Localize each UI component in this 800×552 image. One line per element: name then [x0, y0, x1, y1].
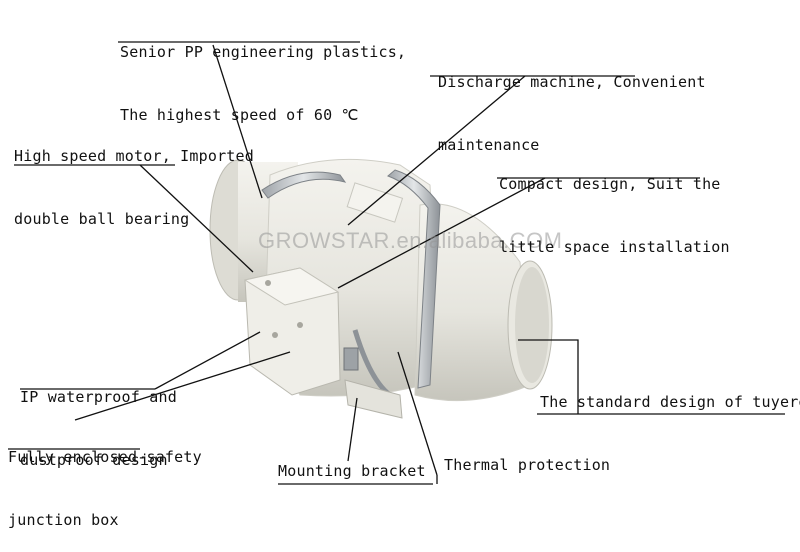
callout-junction-line-2: junction box [8, 511, 119, 529]
callout-thermal: Thermal protection [444, 456, 611, 474]
junction-box-top [243, 267, 340, 306]
outlet-inner [515, 267, 549, 383]
line-motor-pointer [139, 164, 254, 273]
callout-mounting: Mounting bracket [278, 462, 426, 480]
callout-material-line-2: The highest speed of 60 ℃ [120, 106, 359, 124]
callout-discharge-line-2: maintenance [438, 136, 540, 154]
callout-motor-line-2: double ball bearing [14, 210, 190, 228]
mounting-bracket-shape [344, 379, 403, 419]
leader-lines [8, 41, 785, 485]
callout-junction-line-1: Fully enclosed-safety [8, 448, 202, 466]
line-waterproof-pointer [154, 331, 261, 390]
screw-1 [265, 280, 271, 286]
callout-motor-line-1: High speed motor, Imported [14, 147, 254, 165]
clamp-screw [343, 347, 359, 371]
callout-motor: High speed motor, Imported double ball b… [14, 104, 254, 251]
callout-material-line-1: Senior PP engineering plastics, [120, 43, 407, 61]
callout-waterproof: IP waterproof and dustproof design [20, 345, 177, 492]
screw-3 [272, 332, 278, 338]
inline-duct-fan [209, 158, 553, 419]
callout-waterproof-line-2: dustproof design [20, 451, 168, 469]
line-material-pointer [212, 44, 263, 199]
watermark: GROWSTAR.en.alibaba.COM [258, 228, 563, 253]
line-junction-pointer [74, 351, 291, 421]
screw-2 [297, 322, 303, 328]
callout-discharge-line-1: Discharge machine, Convenient [438, 73, 706, 91]
right-clamp-band [387, 169, 441, 389]
callout-material: Senior PP engineering plastics, The high… [120, 0, 406, 147]
line-discharge-pointer [347, 75, 526, 226]
product-illustration [8, 41, 785, 485]
line-tuyere-pointer [518, 339, 579, 414]
line-thermal-pointer [397, 351, 438, 476]
callout-compact-line-1: Compact design, Suit the [499, 175, 721, 193]
callout-compact-line-2: little space installation [499, 238, 730, 256]
callout-tuyere: The standard design of tuyere [540, 393, 800, 411]
callout-junction: Fully enclosed-safety junction box [8, 405, 202, 552]
callout-discharge: Discharge machine, Convenient maintenanc… [438, 30, 706, 177]
line-compact-pointer [337, 177, 546, 289]
line-mounting-pointer [347, 397, 358, 462]
left-clamp-band [261, 171, 347, 199]
callout-compact: Compact design, Suit the little space in… [499, 132, 730, 279]
callout-waterproof-line-1: IP waterproof and [20, 388, 177, 406]
